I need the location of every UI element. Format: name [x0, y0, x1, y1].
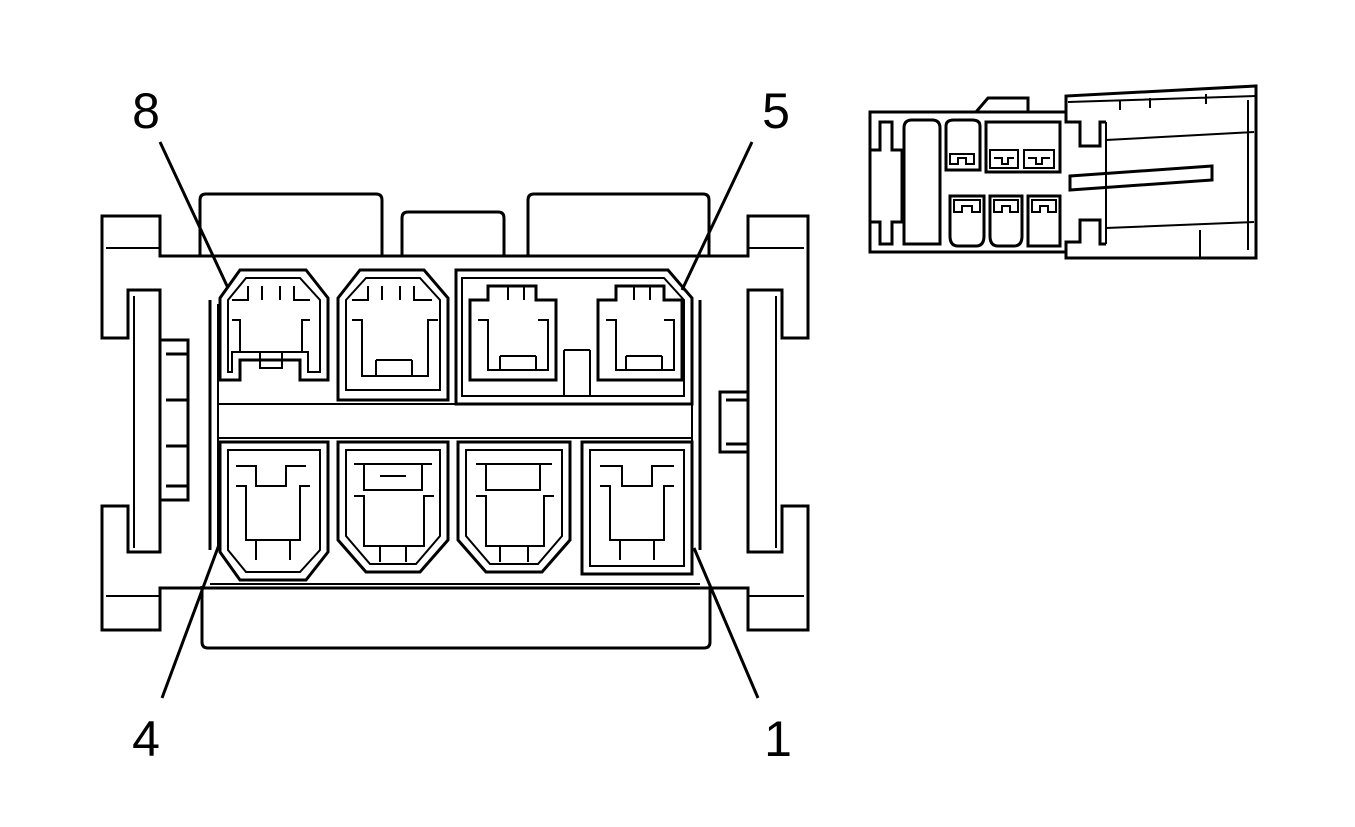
- left-latch: [160, 338, 190, 502]
- side-view-cavity-lower-1: [948, 194, 986, 248]
- side-view-top-ridge: [974, 96, 1030, 113]
- cavity-frame-inner: [217, 304, 693, 546]
- side-view-body: [868, 84, 1258, 260]
- side-view-cavity-lower-2: [988, 194, 1024, 248]
- leader-line-pin-5: [680, 141, 754, 291]
- side-view-slot: [1068, 164, 1214, 192]
- cavity-1: [580, 440, 694, 576]
- side-view-left-ear: [868, 112, 904, 246]
- pin-label-5: 5: [762, 83, 790, 139]
- cavity-8: [218, 268, 330, 382]
- right-ear-inner: [748, 247, 804, 597]
- pin-label-8: 8: [132, 83, 160, 139]
- side-view-cavity-lower-3: [1026, 194, 1062, 248]
- side-view-cavity-big-left: [902, 118, 942, 246]
- cavity-frame: [208, 300, 702, 550]
- cavity-2: [456, 440, 572, 574]
- top-row-cavities: [218, 268, 694, 406]
- pin-label-4: 4: [132, 711, 160, 767]
- cavity-housing-6-5: [454, 268, 694, 406]
- connector-face-view: 8 5 4 1: [100, 83, 810, 767]
- side-view-cavity-upper-housing: [984, 120, 1062, 174]
- pin-label-1: 1: [764, 711, 792, 767]
- top-tab-left: [198, 192, 384, 256]
- connector-side-view: [868, 84, 1258, 260]
- cavity-5: [596, 284, 684, 382]
- bottom-row-cavities: [210, 440, 700, 585]
- leader-line-pin-1: [692, 547, 760, 699]
- cavity-3: [336, 440, 450, 574]
- cavity-7: [336, 268, 450, 402]
- connector-body-outline: [100, 214, 810, 632]
- leader-line-pin-8: [158, 141, 230, 289]
- left-ear-inner: [106, 247, 160, 597]
- cavity-6: [468, 284, 558, 382]
- side-view-right-ear: [1064, 112, 1106, 252]
- side-view-cavity-upper-1: [944, 118, 982, 172]
- right-latch: [718, 390, 748, 454]
- top-tab-right: [526, 192, 711, 256]
- top-tab-middle: [400, 210, 506, 256]
- bottom-tab: [200, 586, 712, 650]
- cavity-4: [218, 440, 330, 582]
- leader-line-pin-4: [160, 541, 222, 699]
